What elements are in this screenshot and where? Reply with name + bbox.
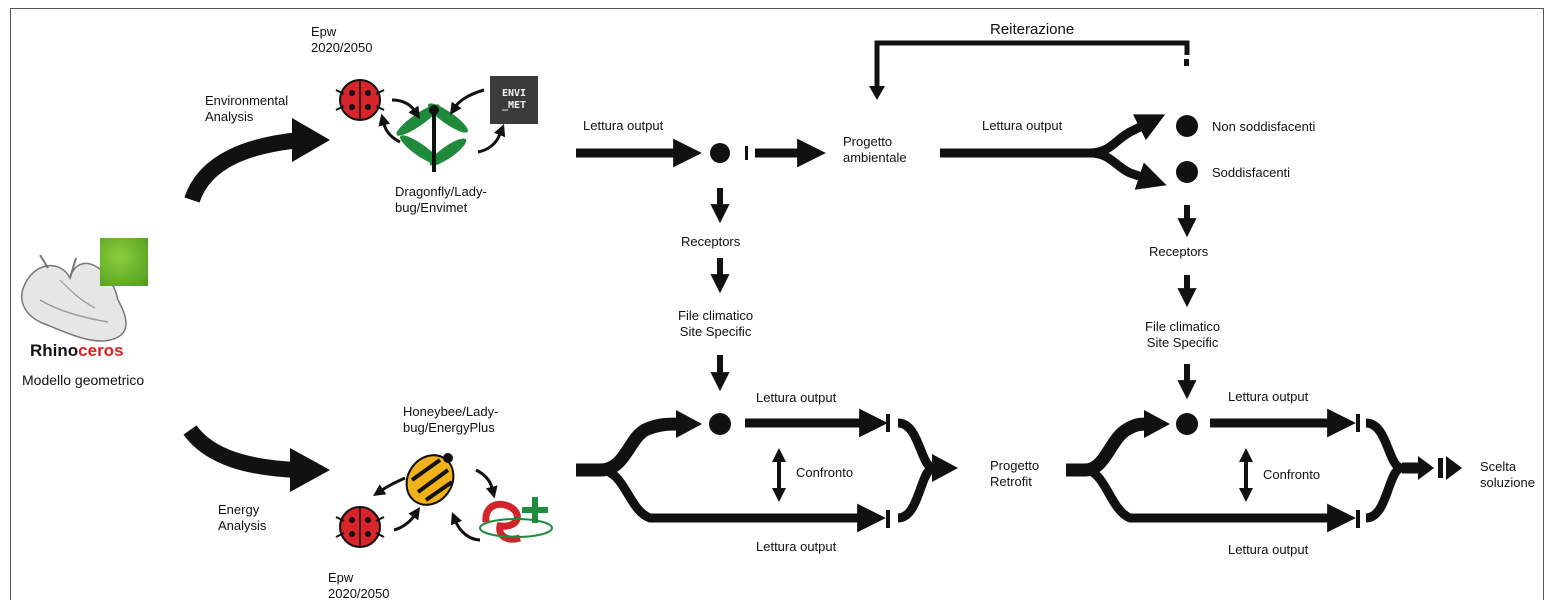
bottom-flow-left [576,408,958,533]
node-soddisfacenti [1176,161,1198,183]
lettura-output-label-bottom-left-upper: Lettura output [756,390,837,405]
soddisfacenti-label: Soddisfacenti [1212,165,1291,180]
confronto-label-right: Confronto [1263,467,1321,482]
dragonfly-icon [396,103,468,172]
lettura-output-label-bottom-right-upper: Lettura output [1228,389,1309,404]
diagram-frame [10,8,1544,600]
confronto-label-left: Confronto [796,465,854,480]
curved-arrow-to-energy [183,425,330,492]
rhino-logo-icon [20,254,127,342]
cycle-arrows-environmental [378,88,506,154]
envimet-logo-icon: ENVI_MET [490,76,538,124]
receptors-label-right: Receptors [1149,244,1209,259]
node-bottom-right [1176,413,1198,435]
curved-arrow-to-environmental [184,118,330,203]
lettura-output-label-top-left: Lettura output [583,118,664,133]
modello-geometrico-label: Modello geometrico [22,372,145,388]
energyplus-icon [479,497,553,543]
reiterazione-label: Reiterazione [990,21,1075,38]
lettura-output-label-top-right: Lettura output [982,118,1063,133]
non-soddisfacenti-label: Non soddisfacenti [1212,119,1316,134]
ladybug-icon-energy [335,506,385,548]
honeybee-icon [405,453,455,506]
lettura-output-label-bottom-right-lower: Lettura output [1228,542,1309,557]
node-bottom-left [709,413,731,435]
dragonfly-ladybug-envimet-label: Dragonfly/Lady-bug/Envimet [395,184,487,215]
rhinoceros-logo-text: Rhinoceros [30,341,124,360]
receptors-label-left: Receptors [681,234,741,249]
cycle-arrows-energy [373,468,498,542]
node-top-left [710,143,730,163]
top-flow [576,40,1198,400]
ladybug-icon-environmental [335,79,385,121]
node-non-soddisfacenti [1176,115,1198,137]
bottom-flow-right [1066,408,1462,533]
grasshopper-logo-icon [100,238,148,286]
lettura-output-label-bottom-left-lower: Lettura output [756,539,837,554]
honeybee-ladybug-energyplus-label: Honeybee/Lady-bug/EnergyPlus [403,404,499,435]
